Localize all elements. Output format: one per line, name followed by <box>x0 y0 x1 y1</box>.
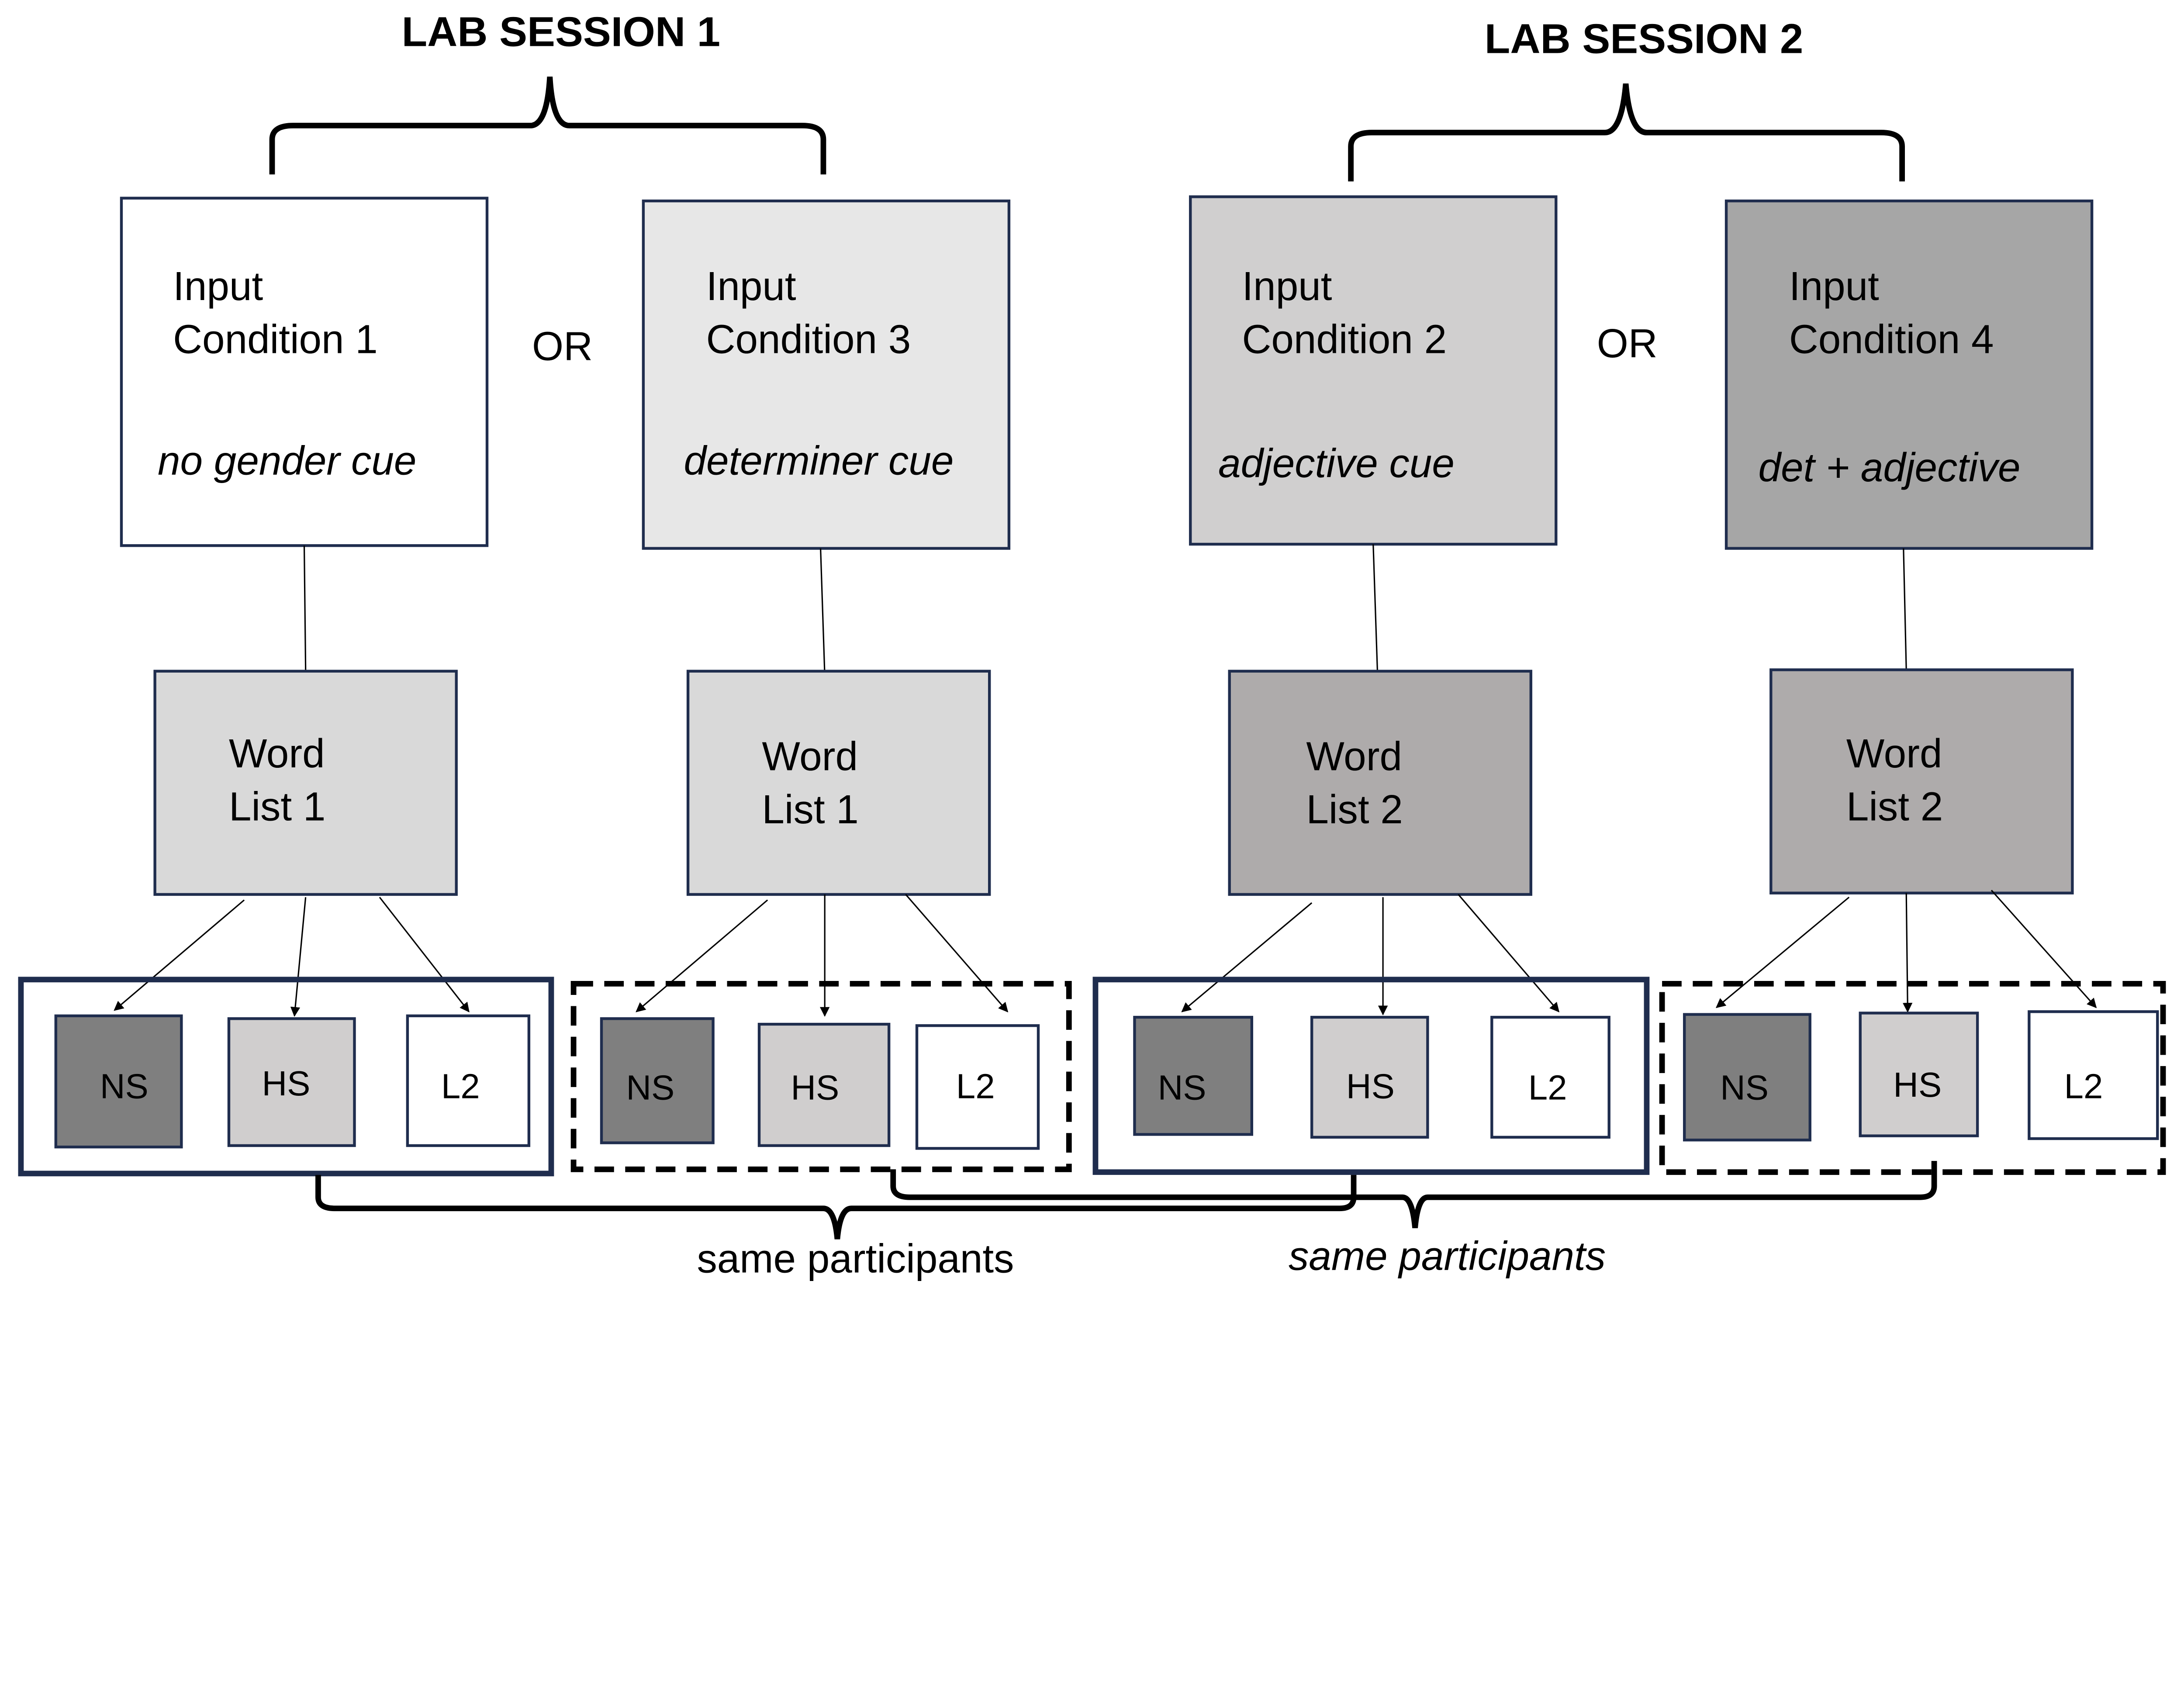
word-list-label: List 2 <box>1846 784 1943 829</box>
condition-label: Condition 1 <box>173 316 378 362</box>
condition-cue: no gender cue <box>158 438 416 483</box>
condition-label: Input <box>1242 263 1332 309</box>
input-condition-3: Input Condition 3 determiner cue <box>642 199 1011 550</box>
group-l2-label: L2 <box>1528 1068 1567 1107</box>
condition-label: Input <box>1789 263 1879 309</box>
condition-label: Input <box>173 263 263 309</box>
condition-label: Condition 2 <box>1242 316 1447 362</box>
group-2: NS HS L2 <box>600 1017 1040 1150</box>
same-participants-brace-2 <box>890 1161 1937 1229</box>
word-list-label: List 1 <box>229 784 325 829</box>
condition-connectors <box>303 544 1907 676</box>
participant-arrows <box>114 890 2097 1017</box>
condition-label: Condition 4 <box>1789 316 1994 362</box>
group-l2-label: L2 <box>956 1067 995 1105</box>
group-frame-2 <box>570 981 1072 1172</box>
group-frame-4 <box>1659 981 2166 1175</box>
condition-label: Condition 3 <box>706 316 911 362</box>
group-l2-label: L2 <box>2064 1067 2103 1105</box>
word-list-box-4: Word List 2 <box>1769 668 2074 894</box>
condition-cue: adjective cue <box>1218 441 1455 486</box>
study-design-diagram: LAB SESSION 1 LAB SESSION 2 Input Condit… <box>18 8 2166 1281</box>
condition-cue: determiner cue <box>684 438 954 483</box>
word-list-label: Word <box>762 734 858 779</box>
group-l2-label: L2 <box>441 1067 480 1105</box>
group-3: NS HS L2 <box>1133 1015 1610 1139</box>
word-list-label: Word <box>1846 731 1942 776</box>
input-condition-2: Input Condition 2 adjective cue <box>1189 195 1558 546</box>
same-participants-brace-1 <box>315 1175 1357 1240</box>
session-1-brace <box>269 76 826 175</box>
group-hs-label: HS <box>1346 1067 1395 1105</box>
group-ns-label: NS <box>100 1067 149 1105</box>
group-ns-label: NS <box>626 1068 674 1107</box>
condition-cue: det + adjective <box>1759 445 2021 490</box>
condition-label: Input <box>706 263 796 309</box>
group-frame-1 <box>18 977 554 1177</box>
group-ns-label: NS <box>1720 1068 1769 1107</box>
word-list-label: List 2 <box>1306 787 1403 832</box>
group-ns-label: NS <box>1158 1068 1206 1107</box>
word-list-box-2: Word List 1 <box>686 670 991 896</box>
session-2-title: LAB SESSION 2 <box>1485 15 1804 62</box>
or-label-2: OR <box>1597 321 1658 366</box>
group-hs-label: HS <box>1893 1065 1942 1104</box>
session-1-title: LAB SESSION 1 <box>402 8 721 55</box>
group-hs-label: HS <box>791 1068 839 1107</box>
group-frame-3 <box>1092 977 1650 1175</box>
word-list-label: Word <box>1306 734 1402 779</box>
group-4: NS HS L2 <box>1683 1010 2159 1142</box>
word-list-label: Word <box>229 731 325 776</box>
word-list-label: List 1 <box>762 787 858 832</box>
or-label-1: OR <box>532 323 593 369</box>
group-hs-label: HS <box>262 1064 310 1103</box>
input-condition-1: Input Condition 1 no gender cue <box>120 197 489 547</box>
session-2-brace <box>1348 83 1905 182</box>
same-participants-note-2: same participants <box>1289 1233 1606 1278</box>
input-condition-4: Input Condition 4 det + adjective <box>1724 199 2094 550</box>
group-1: NS HS L2 <box>54 1014 531 1149</box>
word-list-box-1: Word List 1 <box>153 670 458 896</box>
same-participants-note-1: same participants <box>697 1236 1014 1281</box>
word-list-box-3: Word List 2 <box>1228 670 1532 896</box>
